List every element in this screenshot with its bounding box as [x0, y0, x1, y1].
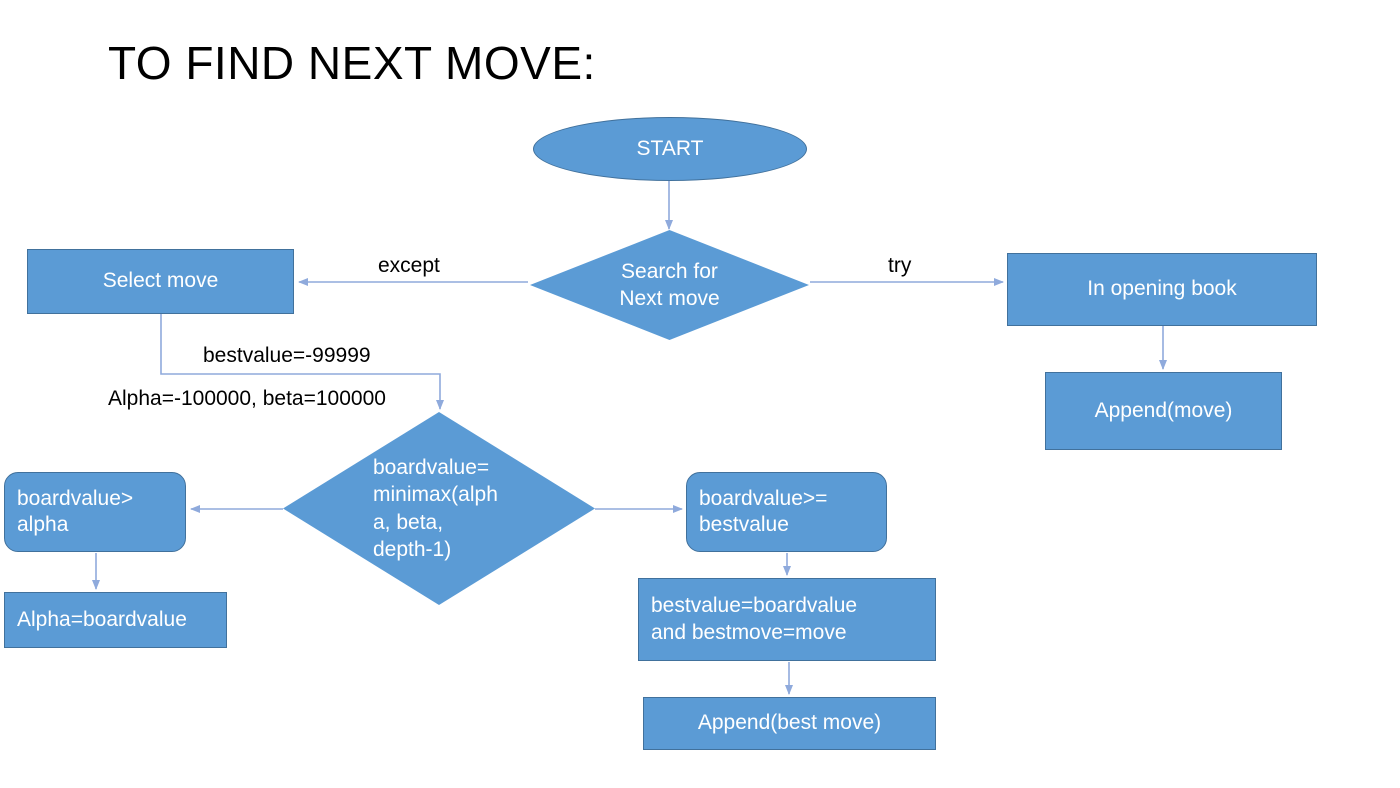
node-boardvalue-gt-alpha-line2: alpha: [17, 513, 69, 536]
node-boardvalue-ge-bestvalue-label: boardvalue>= bestvalue: [699, 486, 827, 539]
node-bestvalue-assign-line2: and bestmove=move: [651, 620, 847, 644]
node-bestvalue-assign[interactable]: bestvalue=boardvalue and bestmove=move: [638, 578, 936, 661]
edge-label-bestvalue-init: bestvalue=-99999: [203, 344, 371, 367]
node-boardvalue-gt-alpha-label: boardvalue> alpha: [17, 486, 133, 539]
node-minimax-line1: boardvalue=: [373, 455, 490, 479]
node-search-next-move-label: Search for Next move: [530, 258, 809, 313]
node-alpha-eq-boardvalue[interactable]: Alpha=boardvalue: [4, 592, 227, 648]
node-boardvalue-gt-alpha-line1: boardvalue>: [17, 486, 134, 510]
node-in-opening-book[interactable]: In opening book: [1007, 253, 1317, 326]
edge-label-except: except: [378, 254, 440, 277]
node-boardvalue-ge-bestvalue[interactable]: boardvalue>= bestvalue: [686, 472, 887, 552]
node-bestvalue-assign-label: bestvalue=boardvalue and bestmove=move: [651, 593, 857, 646]
node-boardvalue-ge-bestvalue-line1: boardvalue>=: [699, 486, 828, 510]
node-minimax-line3: a, beta,: [373, 510, 444, 534]
node-alpha-eq-boardvalue-label: Alpha=boardvalue: [17, 607, 187, 631]
node-search-next-move-line1: Search for: [621, 259, 718, 283]
edge-label-try: try: [888, 254, 912, 277]
node-minimax-line2: minimax(alph: [373, 483, 498, 507]
node-minimax[interactable]: boardvalue= minimax(alph a, beta, depth-…: [283, 412, 595, 605]
node-append-best-move-label: Append(best move): [697, 711, 882, 735]
node-start-label: START: [636, 136, 704, 160]
page-title: TO FIND NEXT MOVE:: [108, 37, 596, 89]
node-boardvalue-ge-bestvalue-line2: bestvalue: [699, 513, 789, 536]
node-select-move-label: Select move: [102, 269, 219, 293]
node-start[interactable]: START: [533, 117, 807, 181]
node-search-next-move-line2: Next move: [619, 287, 720, 310]
node-append-move[interactable]: Append(move): [1045, 372, 1282, 450]
node-search-next-move[interactable]: Search for Next move: [530, 230, 809, 340]
node-append-move-label: Append(move): [1094, 398, 1233, 422]
node-append-best-move[interactable]: Append(best move): [643, 697, 936, 750]
node-minimax-line4: depth-1): [373, 537, 452, 561]
edge-label-alpha-beta-init: Alpha=-100000, beta=100000: [108, 387, 386, 410]
node-select-move[interactable]: Select move: [27, 249, 294, 314]
node-minimax-label: boardvalue= minimax(alph a, beta, depth-…: [283, 454, 595, 563]
node-bestvalue-assign-line1: bestvalue=boardvalue: [651, 594, 858, 618]
node-boardvalue-gt-alpha[interactable]: boardvalue> alpha: [4, 472, 186, 552]
node-in-opening-book-label: In opening book: [1087, 277, 1237, 301]
